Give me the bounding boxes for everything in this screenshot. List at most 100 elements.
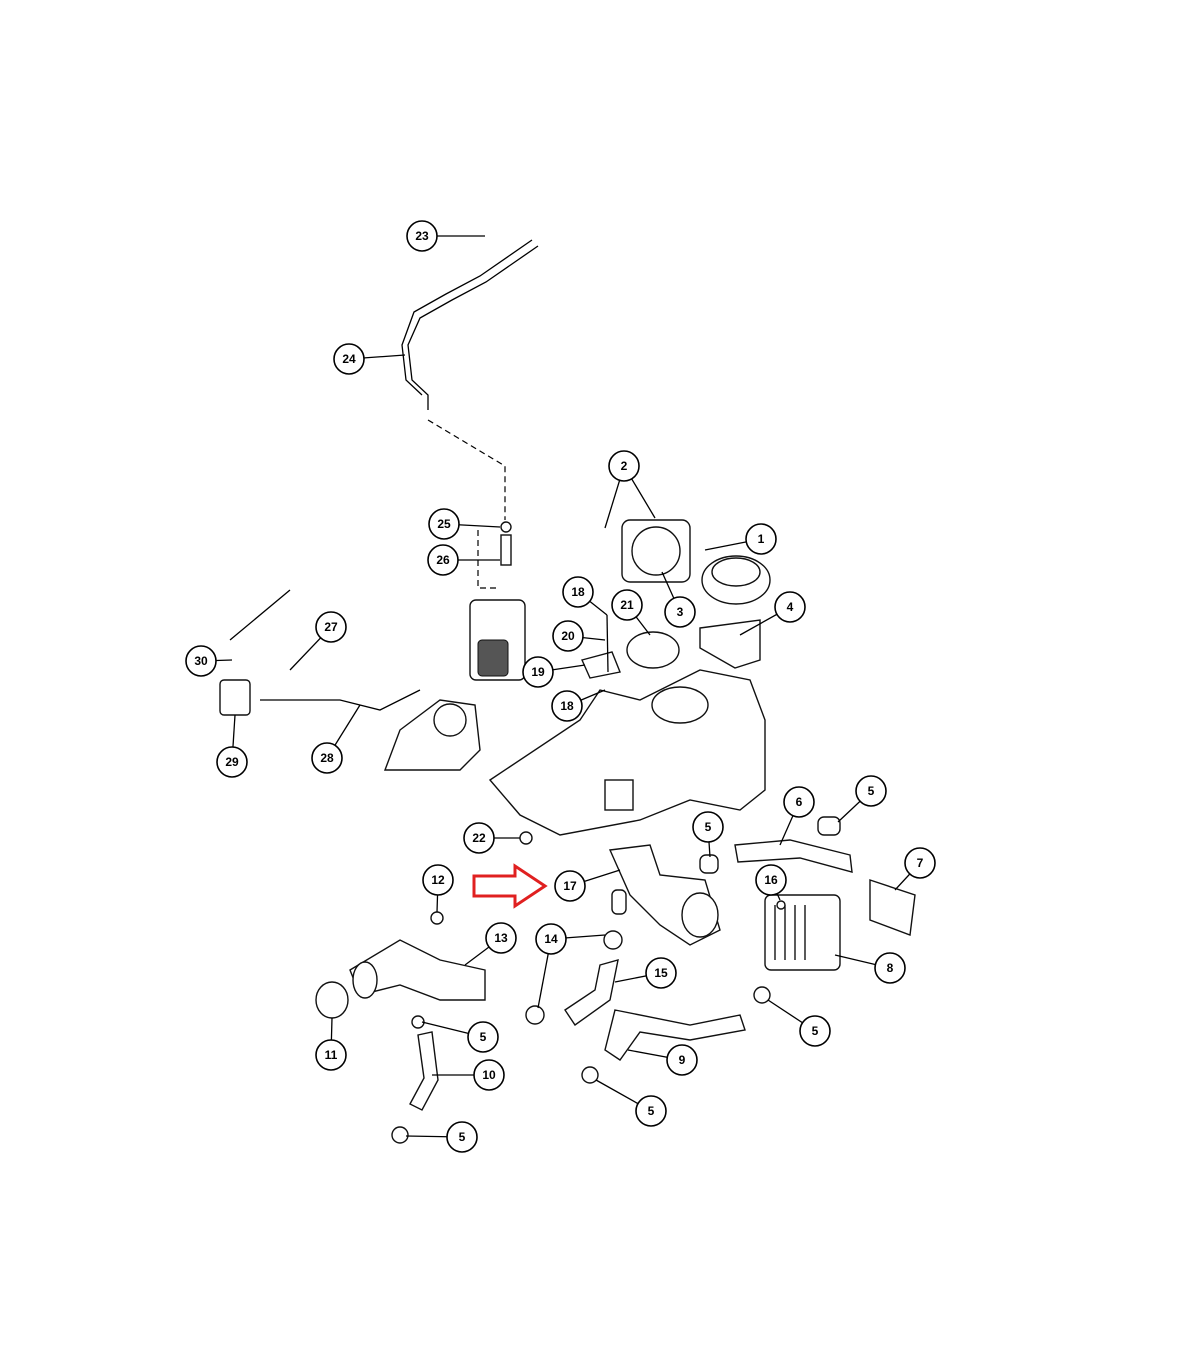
clamp-5d: [581, 1066, 599, 1084]
callout-number: 22: [472, 831, 486, 845]
dash-line-top: [427, 419, 506, 520]
callout-circle: [333, 343, 365, 375]
callout-circle: [422, 864, 454, 896]
gasket-7: [869, 879, 916, 936]
bolt-20: [606, 614, 609, 673]
callout-circle: [692, 811, 724, 843]
gasket-21: [626, 631, 680, 669]
callout-5: 5: [635, 1095, 667, 1127]
callout-9: 9: [666, 1044, 698, 1076]
callout-circle: [485, 922, 517, 954]
callout-29: 29: [216, 746, 248, 778]
callout-5: 5: [446, 1121, 478, 1153]
callout-16: 16: [755, 864, 787, 896]
callout-12: 12: [422, 864, 454, 896]
outlet-spigot: [611, 889, 627, 915]
callout-25: 25: [428, 508, 460, 540]
callout-number: 5: [648, 1104, 655, 1118]
callout-number: 28: [320, 751, 334, 765]
callout-circle: [473, 1059, 505, 1091]
callout-number: 8: [887, 961, 894, 975]
callout-number: 19: [531, 665, 545, 679]
highlight-arrow: [472, 863, 548, 909]
callout-circle: [611, 589, 643, 621]
callout-circle: [664, 596, 696, 628]
egr-tube-upper-2: [401, 239, 533, 396]
callout-circle: [645, 957, 677, 989]
callout-number: 23: [415, 229, 429, 243]
clamp-5c: [753, 986, 771, 1004]
callout-18: 18: [551, 690, 583, 722]
callout-21: 21: [611, 589, 643, 621]
hose-9: [604, 1009, 746, 1061]
callout-26: 26: [427, 544, 459, 576]
callout-24: 24: [333, 343, 365, 375]
callout-circle: [554, 870, 586, 902]
callout-15: 15: [645, 957, 677, 989]
callout-circle: [311, 742, 343, 774]
egr-valve-left: [433, 703, 467, 737]
callout-circle: [535, 923, 567, 955]
callout-circle: [446, 1121, 478, 1153]
callout-number: 27: [324, 620, 338, 634]
bolt-12: [430, 911, 444, 925]
callout-circle: [552, 620, 584, 652]
callout-number: 17: [563, 879, 577, 893]
callout-circle: [428, 508, 460, 540]
solenoid-29: [219, 679, 251, 716]
callout-5: 5: [467, 1021, 499, 1053]
clamp-5b: [699, 854, 719, 874]
bolt-22: [519, 831, 533, 845]
callout-number: 5: [705, 820, 712, 834]
callout-number: 25: [437, 517, 451, 531]
oil-cooler-8: [764, 894, 841, 971]
manifold-port: [651, 686, 709, 724]
callout-circle: [551, 690, 583, 722]
callout-5: 5: [692, 811, 724, 843]
callout-number: 16: [764, 873, 778, 887]
egr-cooler-assembly: [383, 699, 481, 771]
callout-circle: [799, 1015, 831, 1047]
throttle-motor: [477, 639, 509, 677]
callout-circle: [774, 591, 806, 623]
callout-3: 3: [664, 596, 696, 628]
callout-number: 3: [677, 605, 684, 619]
callout-circle: [427, 544, 459, 576]
callout-4: 4: [774, 591, 806, 623]
seal-25: [500, 521, 512, 533]
clamp-5e: [391, 1126, 409, 1144]
callout-circle: [467, 1021, 499, 1053]
callout-number: 24: [342, 352, 356, 366]
callout-19: 19: [522, 656, 554, 688]
callout-8: 8: [874, 952, 906, 984]
callout-number: 12: [431, 873, 445, 887]
callout-6: 6: [783, 786, 815, 818]
egr-tube-upper: [407, 245, 539, 410]
callout-number: 13: [494, 931, 508, 945]
callout-30: 30: [185, 645, 217, 677]
callout-circle: [608, 450, 640, 482]
tube-13-end: [352, 961, 378, 999]
callout-number: 18: [560, 699, 574, 713]
callout-17: 17: [554, 870, 586, 902]
callout-circle: [315, 1039, 347, 1071]
callout-circle: [185, 645, 217, 677]
callout-number: 5: [480, 1030, 487, 1044]
callout-number: 10: [482, 1068, 496, 1082]
callout-number: 18: [571, 585, 585, 599]
hose-10: [409, 1031, 439, 1111]
outlet-bore: [681, 892, 719, 938]
spacer-26: [500, 534, 512, 566]
callout-14: 14: [535, 923, 567, 955]
clamp-14b: [525, 1005, 545, 1025]
callout-number: 9: [679, 1053, 686, 1067]
hose-6: [734, 839, 853, 873]
callout-circle: [855, 775, 887, 807]
callout-23: 23: [406, 220, 438, 252]
callout-10: 10: [473, 1059, 505, 1091]
callout-number: 21: [620, 598, 634, 612]
callout-7: 7: [904, 847, 936, 879]
callout-number: 30: [194, 654, 208, 668]
callout-circle: [406, 220, 438, 252]
